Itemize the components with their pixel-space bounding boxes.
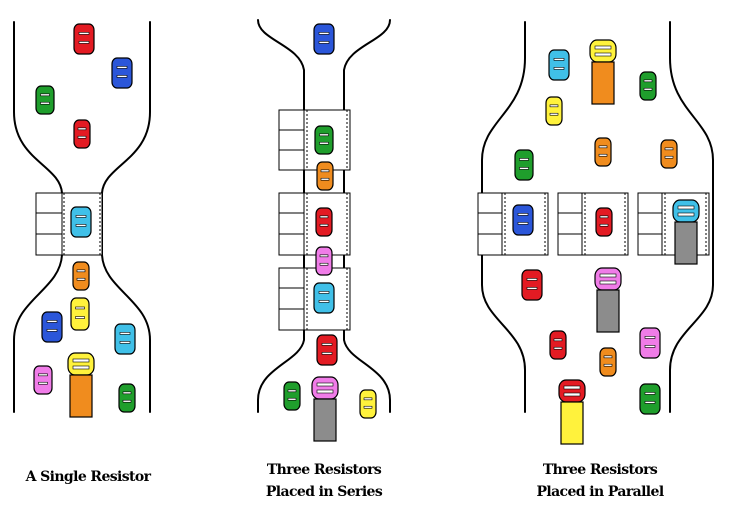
car-single-1 <box>73 23 95 55</box>
car-parallel-9 <box>521 269 543 301</box>
car-single-4 <box>73 119 91 149</box>
car-series-1 <box>313 23 335 55</box>
car-series-6 <box>313 282 335 314</box>
car-parallel-1 <box>548 49 570 81</box>
car-parallel-4 <box>594 137 612 167</box>
car-parallel-10 <box>639 327 661 359</box>
caption-single: A Single Resistor <box>0 466 176 488</box>
car-single-6 <box>72 261 90 291</box>
truck-series-1 <box>311 376 339 442</box>
car-parallel-5 <box>514 149 534 181</box>
car-parallel-11 <box>549 330 567 360</box>
caption-series-line-2: Placed in Series <box>265 484 383 500</box>
resistor-single <box>35 192 103 256</box>
car-single-7 <box>70 297 90 331</box>
caption-parallel-line-1: Three Resistors <box>542 462 658 478</box>
car-parallel-2 <box>639 71 657 101</box>
resistor-series-2 <box>278 192 351 256</box>
car-parallel-3 <box>545 96 563 126</box>
resistor-parallel-2 <box>557 192 629 256</box>
car-series-2 <box>314 125 334 155</box>
caption-parallel: Three Resistors Placed in Parallel <box>503 459 697 503</box>
car-series-5 <box>315 246 333 276</box>
car-single-10 <box>33 365 53 395</box>
car-series-8 <box>283 381 301 411</box>
car-parallel-13 <box>639 383 661 415</box>
car-single-8 <box>41 311 63 343</box>
car-single-5 <box>70 206 92 238</box>
car-series-3 <box>316 161 334 191</box>
resistor-series-1 <box>278 109 351 171</box>
caption-single-line-1: A Single Resistor <box>25 469 151 485</box>
car-single-9 <box>114 323 136 355</box>
car-parallel-7 <box>512 204 534 236</box>
road-parallel <box>481 21 714 413</box>
car-parallel-6 <box>660 139 678 169</box>
truck-parallel-2 <box>672 199 700 265</box>
car-series-9 <box>359 389 377 419</box>
car-series-7 <box>316 334 338 366</box>
caption-series-line-1: Three Resistors <box>266 462 382 478</box>
car-series-4 <box>315 207 333 237</box>
car-single-3 <box>35 85 55 115</box>
car-single-2 <box>111 57 133 89</box>
truck-parallel-3 <box>594 267 622 333</box>
resistor-parallel-3 <box>637 192 710 256</box>
truck-parallel-1 <box>589 39 617 105</box>
car-parallel-12 <box>599 347 617 377</box>
caption-series: Three Resistors Placed in Series <box>232 459 416 503</box>
caption-parallel-line-2: Placed in Parallel <box>536 484 664 500</box>
road-series <box>257 19 391 413</box>
car-parallel-8 <box>595 207 613 237</box>
car-single-11 <box>118 383 136 413</box>
truck-single-1 <box>67 352 95 418</box>
truck-parallel-4 <box>558 379 586 445</box>
